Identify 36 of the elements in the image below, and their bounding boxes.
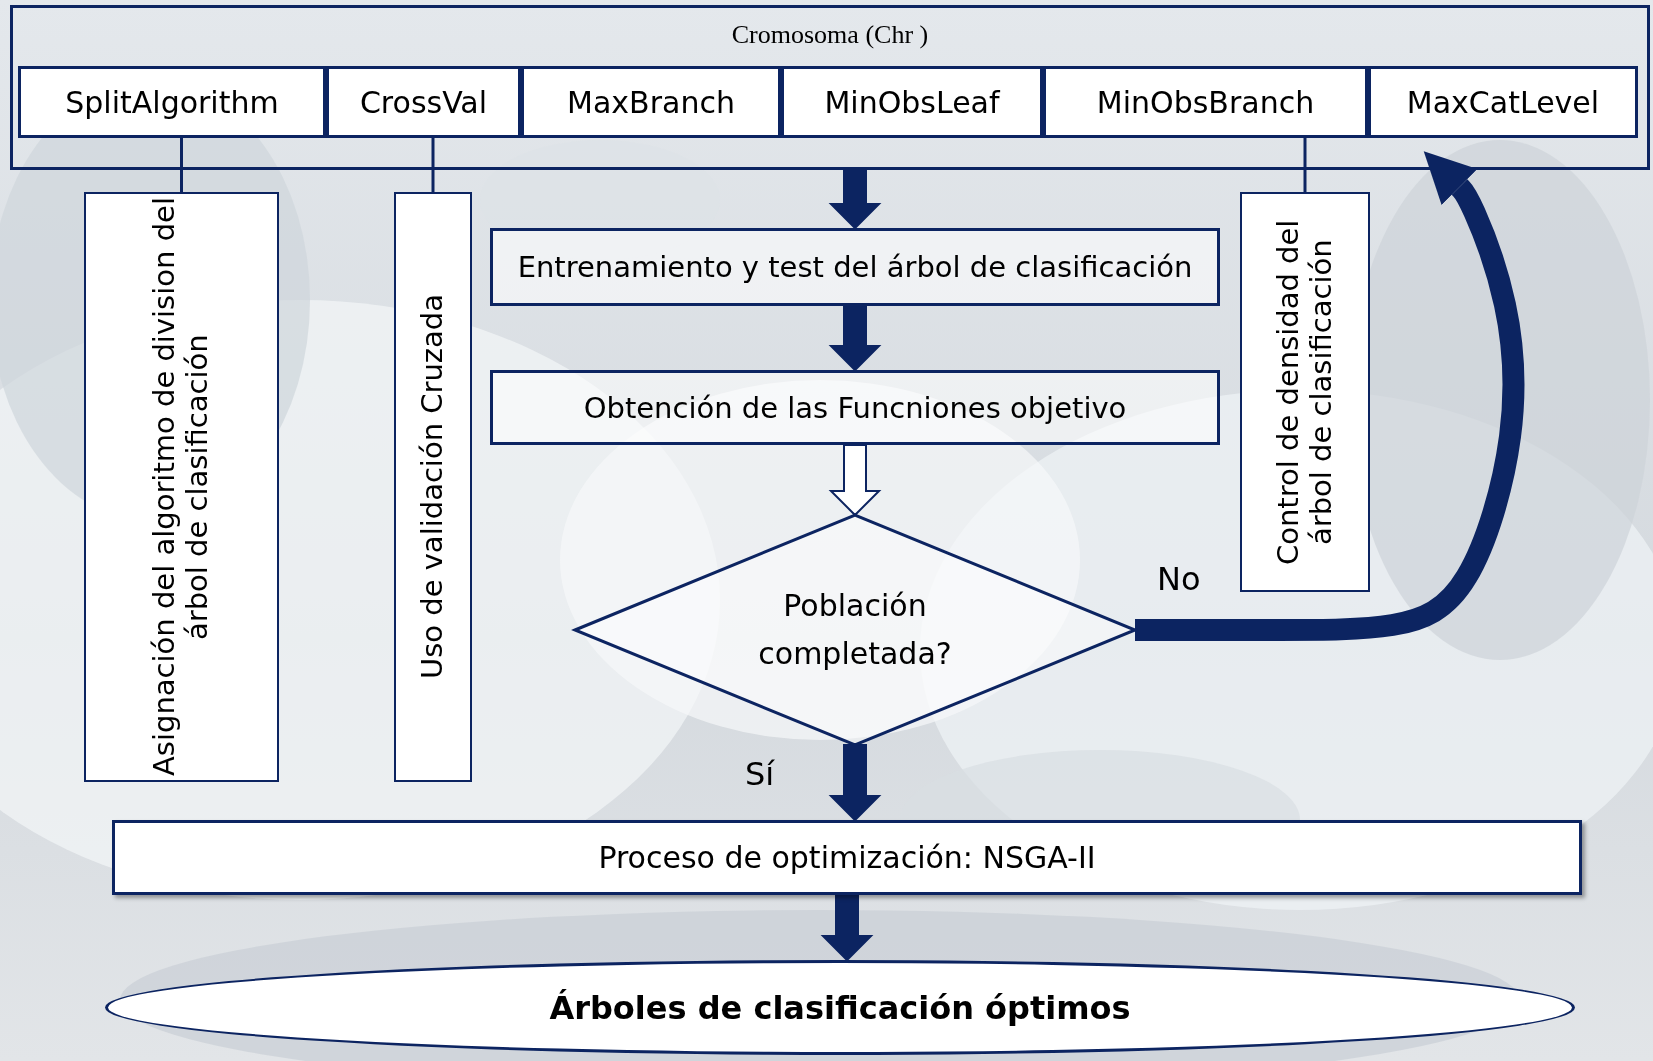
node-text: Uso de validación Cruzada xyxy=(416,294,450,680)
parameter-box xyxy=(1368,66,1638,138)
edge-label: Sí xyxy=(745,755,775,793)
process-box xyxy=(490,370,1220,445)
parameter-box xyxy=(1043,66,1368,138)
parameter-box xyxy=(521,66,781,138)
decision-text: Población completada? xyxy=(757,587,953,673)
block-arrow xyxy=(828,169,882,230)
node-text: Obtención de las Funcniones objetivo xyxy=(583,390,1127,425)
block-arrow xyxy=(828,444,882,517)
node-text: CrossVal xyxy=(359,84,488,120)
node-text: Asignación del algoritmo de division del árbol de clasificación xyxy=(148,196,215,779)
node-text: SplitAlgorithm xyxy=(65,84,279,120)
parameter-box xyxy=(18,66,326,138)
chromosome-panel xyxy=(10,5,1650,170)
block-arrow xyxy=(828,305,882,372)
process-box xyxy=(394,192,472,782)
node-text: Árboles de clasificación óptimos xyxy=(549,988,1131,1027)
parameter-box xyxy=(326,66,521,138)
process-box xyxy=(112,820,1582,895)
parameter-box xyxy=(781,66,1043,138)
block-arrow xyxy=(820,894,874,962)
curved-arrow xyxy=(1135,151,1525,641)
node-text: Entrenamiento y test del árbol de clasificación xyxy=(517,250,1193,284)
block-arrow xyxy=(828,744,882,822)
process-box xyxy=(1240,192,1370,592)
node-text: MaxBranch xyxy=(567,84,735,120)
node-text: MinObsLeaf xyxy=(824,84,1000,120)
edge-label: No xyxy=(1157,560,1201,598)
process-box xyxy=(84,192,279,782)
node-text: Control de densidad del árbol de clasificación xyxy=(1271,218,1339,567)
panel-title: Cromosoma (Chr ) xyxy=(731,20,929,50)
node-text: MaxCatLevel xyxy=(1406,84,1600,120)
process-box xyxy=(490,228,1220,306)
node-text: MinObsBranch xyxy=(1096,84,1315,120)
node-text: Proceso de optimización: NSGA-II xyxy=(598,840,1096,875)
